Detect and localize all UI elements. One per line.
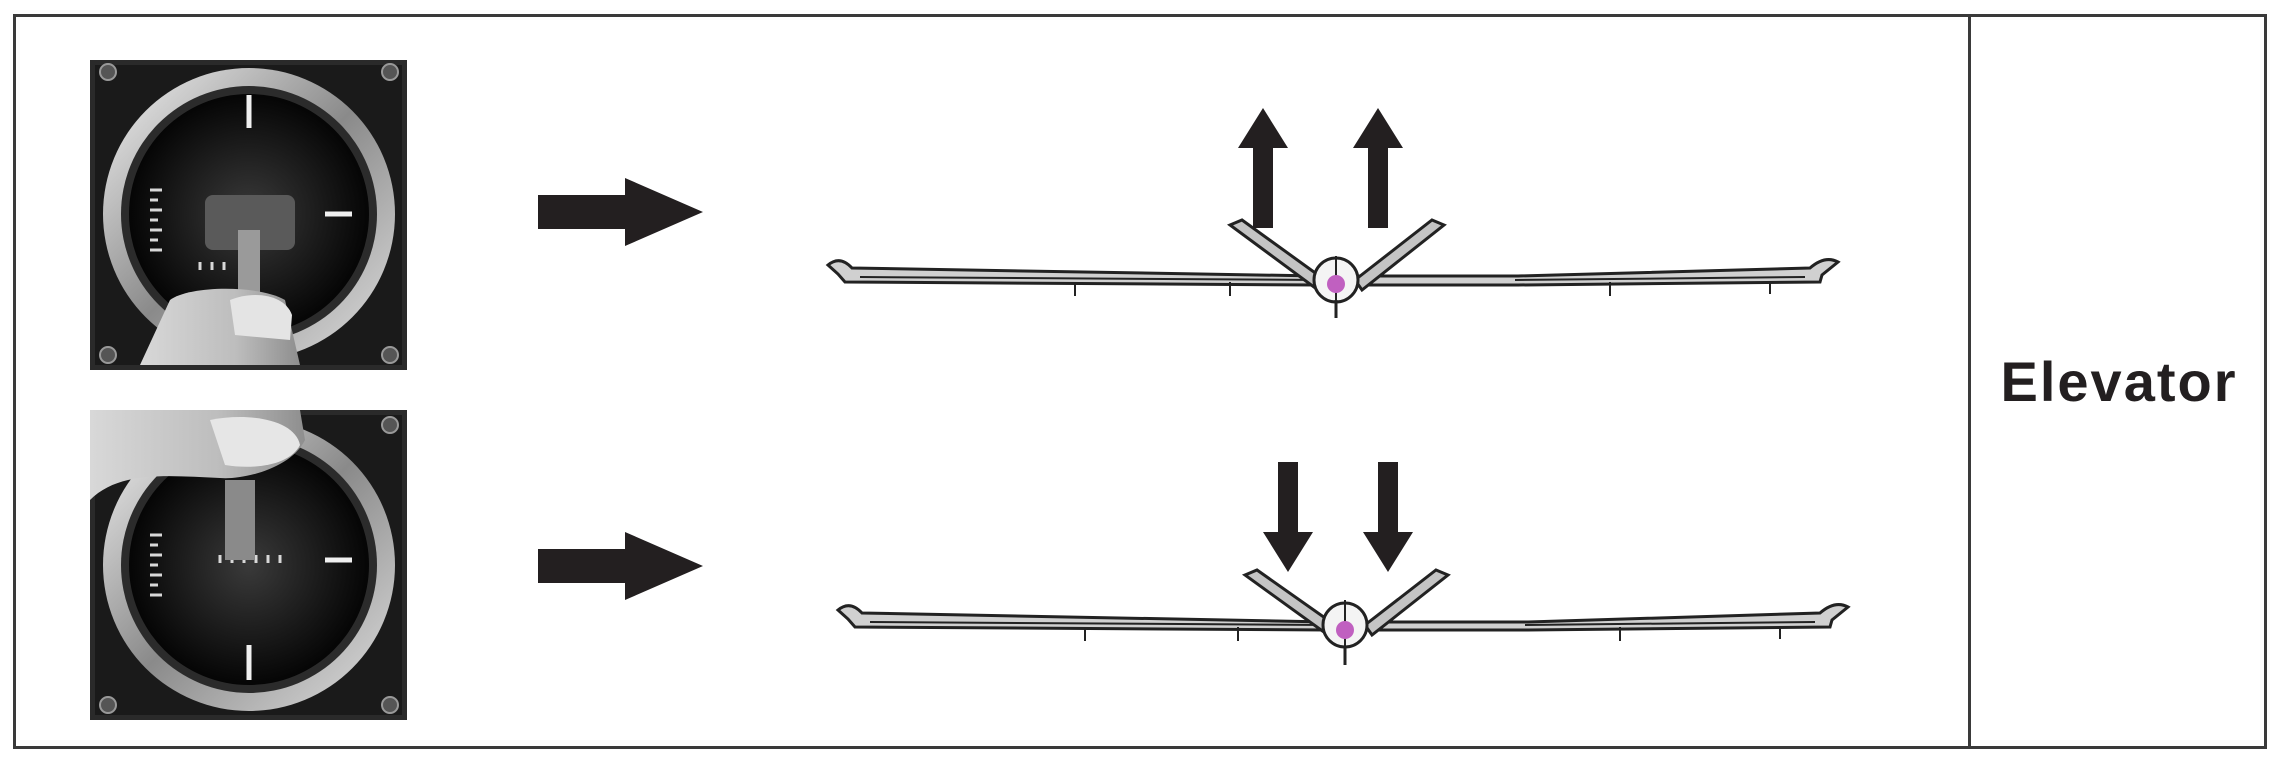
transmitter-stick-photo-bottom bbox=[90, 410, 407, 720]
column-divider bbox=[1968, 14, 1971, 749]
label-cell: Elevator bbox=[1971, 14, 2267, 749]
elevator-down-arrows bbox=[1263, 462, 1413, 572]
aircraft-elevator-down bbox=[835, 568, 1851, 665]
elevator-up-arrows bbox=[1238, 108, 1403, 228]
transmitter-stick-photo-top bbox=[90, 60, 407, 370]
right-arrow-bottom bbox=[538, 532, 703, 600]
aircraft-elevator-up bbox=[825, 218, 1841, 318]
control-label: Elevator bbox=[2000, 350, 2238, 413]
right-arrow-top bbox=[538, 178, 703, 246]
